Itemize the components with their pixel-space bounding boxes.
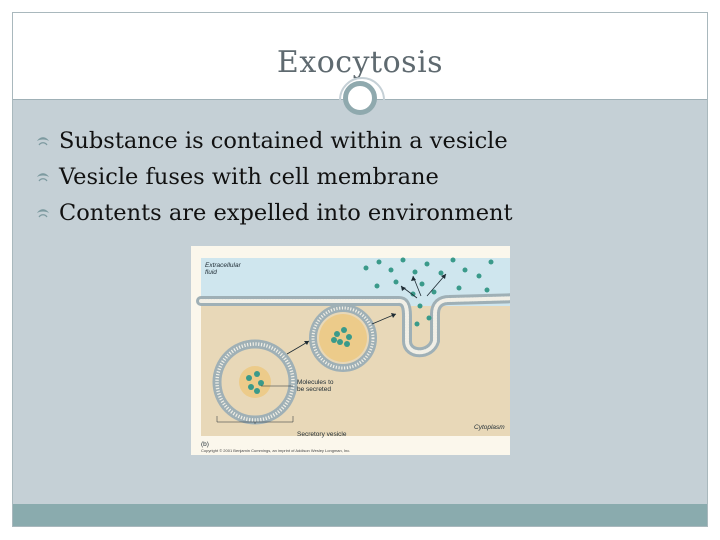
label-extracellular: Extracellular [205,262,242,269]
exocytosis-diagram: Extracellular fluid Molecules to be secr… [196,257,510,453]
label-panel-letter: (b) [201,441,209,448]
label-cytoplasm: Cytoplasm [474,424,505,431]
fusing-vesicle [309,304,377,372]
arrowheads [304,274,446,345]
bullet-list: Substance is contained within a vesicle … [35,123,513,231]
bullet-item: Vesicle fuses with cell membrane [35,159,513,195]
molecules [246,257,494,394]
bullet-text: Vesicle fuses with cell membrane [59,164,439,190]
bullet-item: Contents are expelled into environment [35,195,513,231]
secretory-vesicle [212,339,298,425]
label-fluid: fluid [205,269,217,276]
bullet-icon [37,137,49,146]
leader-lines [216,385,294,424]
slide-title: Exocytosis [276,45,444,80]
bullet-icon [37,173,49,182]
exocytosis-figure: Extracellular fluid Molecules to be secr… [191,246,510,455]
bullet-item: Substance is contained within a vesicle [35,123,513,159]
label-molecules-2: be secreted [297,386,331,393]
title-ornament-icon [339,77,385,123]
label-secretory-vesicle: Secretory vesicle [297,431,347,438]
bullet-text: Contents are expelled into environment [59,200,513,226]
label-molecules-1: Molecules to [297,379,334,386]
footer-bar [13,504,707,526]
bullet-text: Substance is contained within a vesicle [59,128,508,154]
bullet-icon [37,209,49,218]
label-copyright: Copyright © 2001 Benjamin Cummings, an i… [201,448,350,453]
plasma-membrane [196,293,510,358]
